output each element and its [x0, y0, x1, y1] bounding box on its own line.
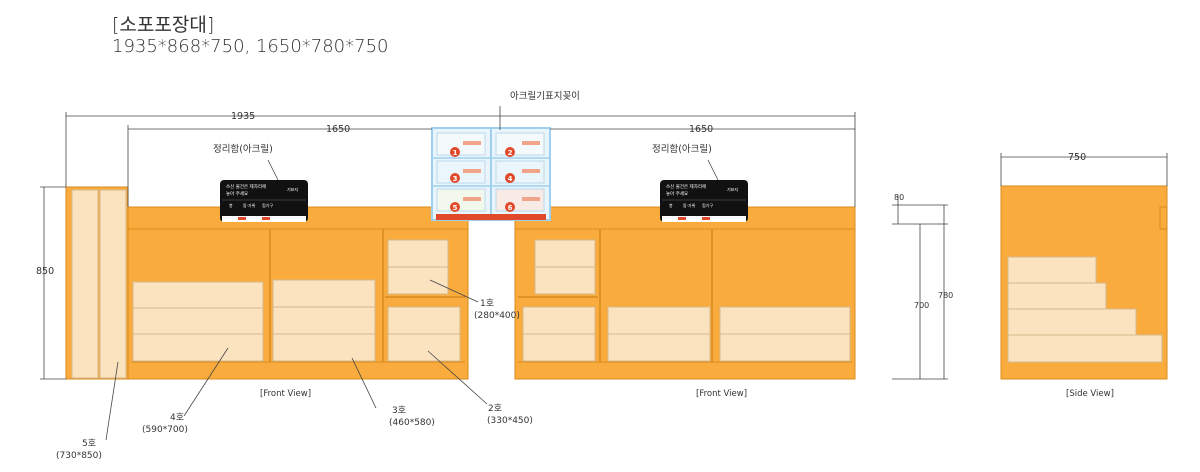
dim-1650-left: 1650 [326, 124, 350, 135]
callout-1-size: (280*400) [474, 311, 520, 321]
box-1 [387, 266, 449, 295]
left-front-view [65, 186, 469, 380]
dimension-lines [40, 106, 1168, 441]
right-front-view [514, 206, 856, 380]
label-front-view-right: [Front View] [696, 389, 747, 399]
stand-number: 2 [508, 149, 513, 157]
dim-780: 780 [938, 291, 953, 300]
box-3 [272, 306, 376, 335]
stand-number: 4 [508, 175, 513, 183]
callout-5-name: 5호 [82, 438, 96, 449]
dim-1650-right: 1650 [689, 124, 713, 135]
sign-line1: 쓰신 물건은 제자리에 [666, 183, 706, 190]
sign-tab: 봉 [669, 202, 673, 208]
box-3 [272, 279, 376, 308]
box-2 [387, 333, 461, 362]
sign-line1: 쓰신 물건은 제자리에 [226, 183, 266, 190]
stand-number: 1 [453, 149, 458, 157]
label-organizer-left: 정리함(아크릴) [213, 144, 273, 155]
box-2 [387, 306, 461, 335]
stand-number: 5 [453, 204, 458, 212]
callout-4-size: (590*700) [142, 425, 188, 435]
sign-left: 쓰신 물건은 제자리에 놓아 주세요 기표지 봉 팝·가위 컵기구 [220, 180, 308, 222]
label-acrylic-stand: 아크릴기표지꽂이 [510, 91, 580, 102]
dim-1935: 1935 [231, 111, 255, 122]
box-4 [719, 333, 851, 362]
sign-tab: 봉 [229, 202, 233, 208]
column-panel [71, 189, 99, 379]
column-panel [99, 189, 127, 379]
box-3 [607, 306, 711, 335]
dim-850: 850 [36, 266, 54, 277]
box-4 [132, 307, 264, 335]
box-4 [719, 306, 851, 335]
side-view [1000, 185, 1168, 380]
callout-2-name: 2호 [488, 403, 502, 414]
sign-badge: 기표지 [727, 186, 738, 192]
page-title: [소포포장대] [112, 14, 215, 36]
box-1 [534, 266, 596, 295]
sign-tab: 컵기구 [262, 202, 273, 208]
sign-line2: 놓아 주세요 [226, 190, 248, 197]
box-2 [522, 306, 596, 335]
stand-number: 3 [453, 175, 458, 183]
box-4 [132, 333, 264, 362]
sign-tab: 팝·가위 [243, 202, 256, 208]
dim-80: 80 [894, 193, 904, 202]
sign-tab: 팝·가위 [683, 202, 696, 208]
callout-3-name: 3호 [392, 405, 406, 416]
stand-number-badge [505, 147, 515, 157]
sign-badge: 기표지 [287, 186, 298, 192]
stand-number-badge [450, 147, 460, 157]
stand-number-badge [505, 202, 515, 212]
stand-number: 6 [508, 204, 513, 212]
label-front-view-left: [Front View] [260, 389, 311, 399]
label-side-view: [Side View] [1066, 389, 1114, 399]
callout-3-size: (460*580) [389, 418, 435, 428]
dim-750: 750 [1068, 152, 1086, 163]
dim-700: 700 [914, 301, 929, 310]
stand-number-badge [450, 202, 460, 212]
label-organizer-right: 정리함(아크릴) [652, 144, 712, 155]
sign-tab: 컵기구 [702, 202, 713, 208]
sign-right: 쓰신 물건은 제자리에 놓아 주세요 기표지 봉 팝·가위 컵기구 [660, 180, 748, 222]
acrylic-stand: 1 2 3 4 5 6 [431, 127, 551, 221]
page-subtitle: 1935*868*750, 1650*780*750 [112, 36, 389, 57]
box-2 [522, 333, 596, 362]
callout-1-name: 1호 [480, 298, 494, 309]
stand-number-badge [450, 173, 460, 183]
callout-2-size: (330*450) [487, 416, 533, 426]
box-1 [387, 239, 449, 268]
stand-number-badge [505, 173, 515, 183]
callout-4-name: 4호 [170, 412, 184, 423]
callout-5-size: (730*850) [56, 451, 102, 461]
box-3 [607, 333, 711, 362]
box-3 [272, 333, 376, 362]
sign-line2: 놓아 주세요 [666, 190, 688, 197]
box-4 [132, 281, 264, 309]
box-1 [534, 239, 596, 268]
